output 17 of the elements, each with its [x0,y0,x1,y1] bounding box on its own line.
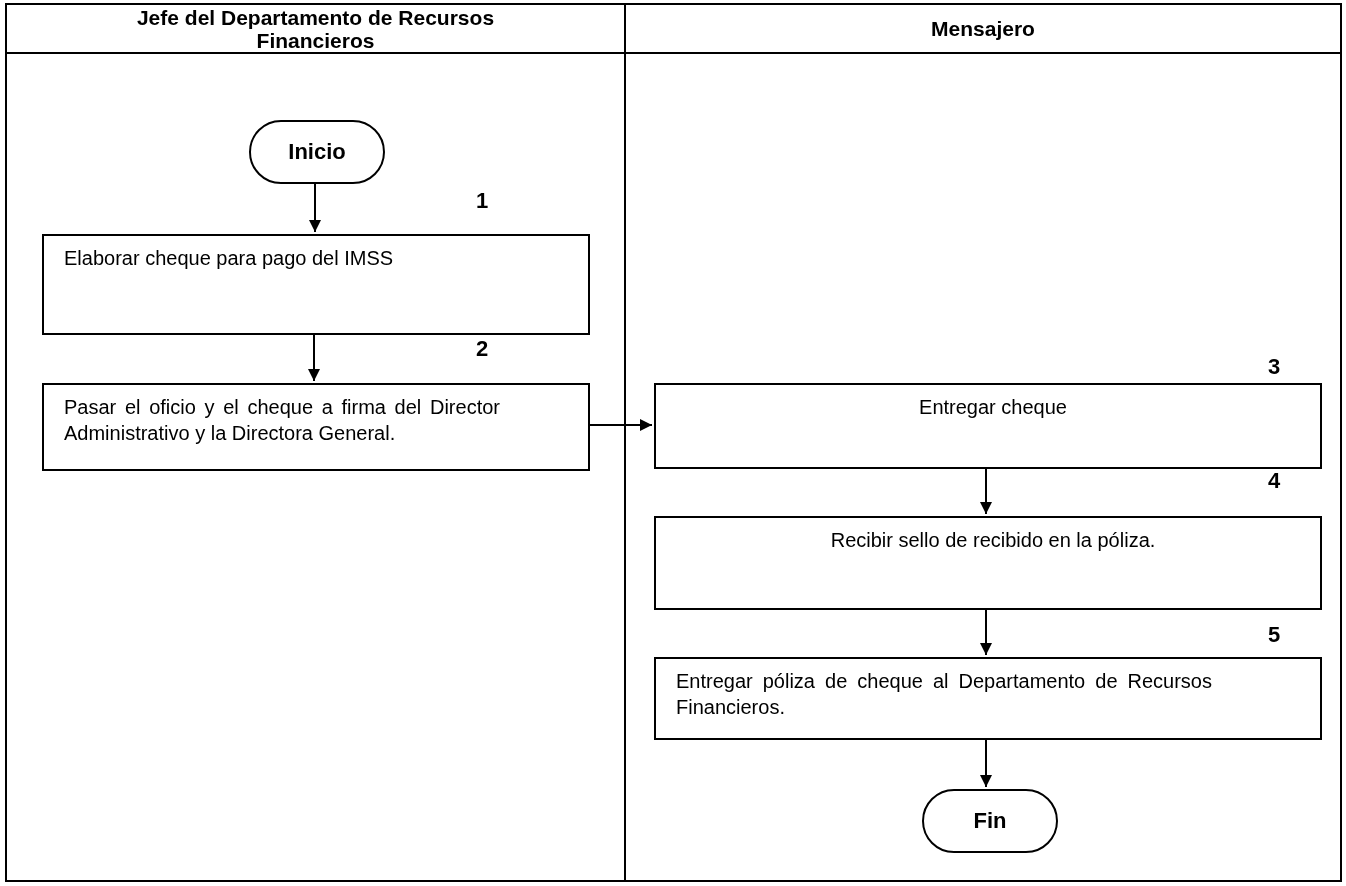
step-number: 5 [1268,624,1281,646]
lane-header: Jefe del Departamento de Recursos Financieros [7,5,624,54]
step-number: 3 [1268,356,1281,378]
process-box: Recibir sello de recibido en la póliza. [654,516,1322,610]
terminal-shape: Fin [922,789,1058,853]
process-box: Entregar cheque [654,383,1322,469]
step-number: 1 [476,190,489,212]
step-number: 4 [1268,470,1281,492]
lane-header: Mensajero [626,5,1340,54]
process-box: Elaborar cheque para pago del IMSS [42,234,590,335]
terminal-shape: Inicio [249,120,385,184]
step-number: 2 [476,338,489,360]
process-box: Pasar el oficio y el cheque a firma del Director Administrativo y la Directora General. [42,383,590,471]
swimlane [624,3,1342,882]
swimlane [5,3,626,882]
arrow [309,181,321,233]
process-box: Entregar póliza de cheque al Departamento de Recursos Financieros. [654,657,1322,740]
